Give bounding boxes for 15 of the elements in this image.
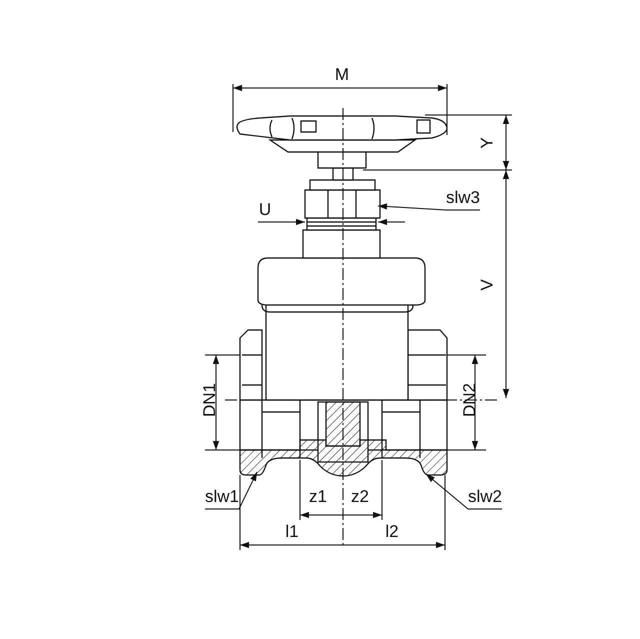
dimension-label: Y [478,137,498,149]
callout-label: slw1 [204,487,239,507]
dimension-label: DN1 [200,383,220,417]
dimension-label: z1 [309,487,327,507]
callout-label: slw3 [446,188,480,208]
dimension-label: U [258,200,272,220]
leader-line [378,203,480,210]
dimension-label: M [334,65,350,85]
dimension-label: l2 [385,522,399,542]
dimension-label: z2 [351,487,369,507]
dimension-label: l1 [285,522,299,542]
leader-line [204,472,258,510]
callout-label: slw2 [468,487,502,507]
leader-line [426,474,502,510]
dimension-label: V [478,279,498,291]
